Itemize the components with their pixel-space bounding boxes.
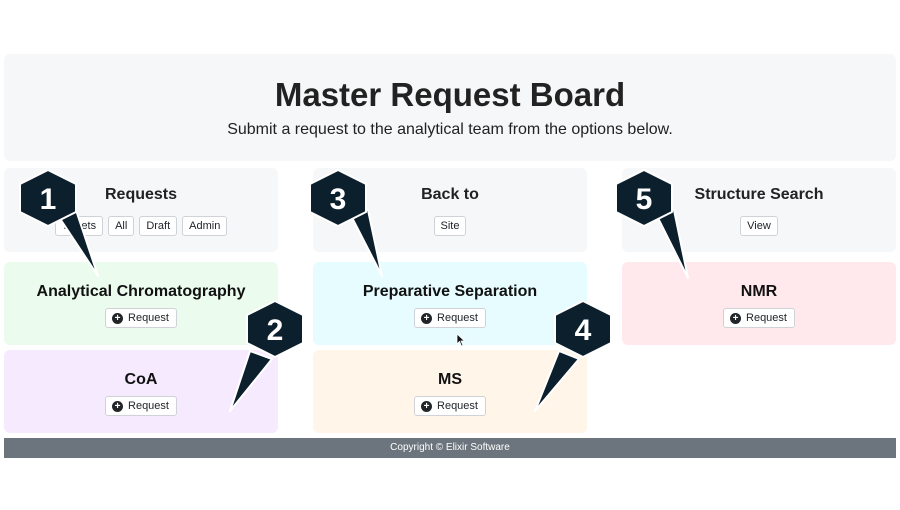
structure-search-title: Structure Search [694,186,824,203]
page-header: Master Request Board Submit a request to… [4,54,896,161]
tile-coa: CoA + Request [4,350,278,433]
plus-circle-icon: + [421,312,433,324]
callout-number: 1 [40,183,57,216]
callout-marker-4: 4 [534,300,612,412]
site-button[interactable]: Site [433,216,467,236]
tile-title: NMR [740,283,778,300]
back-title: Back to [421,186,479,203]
page-title: Master Request Board [274,76,626,113]
plus-circle-icon: + [730,312,742,324]
requests-title: Requests [104,186,178,203]
tile-title: CoA [124,371,158,388]
callout-marker-1: 1 [19,169,99,277]
tile-ms: MS + Request [313,350,587,433]
callout-number: 2 [267,314,284,347]
nmr-request-button[interactable]: + Request [723,308,795,328]
draft-button[interactable]: Draft [139,216,178,236]
tile-preparative-separation: Preparative Separation + Request [313,262,587,345]
preparative-request-button[interactable]: + Request [414,308,486,328]
callout-number: 4 [575,314,592,347]
tile-title: Analytical Chromatography [36,283,246,300]
callout-number: 3 [330,183,347,216]
plus-circle-icon: + [112,312,124,324]
analytical-request-button[interactable]: + Request [105,308,177,328]
request-label: Request [128,312,169,324]
all-button[interactable]: All [108,216,135,236]
admin-button[interactable]: Admin [182,216,228,236]
tile-nmr: NMR + Request [622,262,896,345]
plus-circle-icon: + [112,400,124,412]
plus-circle-icon: + [421,400,433,412]
tile-analytical-chromatography: Analytical Chromatography + Request [4,262,278,345]
callout-marker-3: 3 [309,169,383,277]
coa-request-button[interactable]: + Request [105,396,177,416]
tile-title: Preparative Separation [362,283,538,300]
request-label: Request [437,400,478,412]
callout-marker-2: 2 [229,300,304,412]
request-label: Request [437,312,478,324]
callout-marker-5: 5 [615,169,689,279]
page-subtitle: Submit a request to the analytical team … [227,121,673,138]
request-label: Request [746,312,787,324]
request-label: Request [128,400,169,412]
tile-title: MS [438,371,462,388]
view-button[interactable]: View [740,216,778,236]
mouse-cursor-icon [456,333,466,347]
footer: Copyright © Elixir Software [4,438,896,458]
ms-request-button[interactable]: + Request [414,396,486,416]
callout-number: 5 [636,183,653,216]
